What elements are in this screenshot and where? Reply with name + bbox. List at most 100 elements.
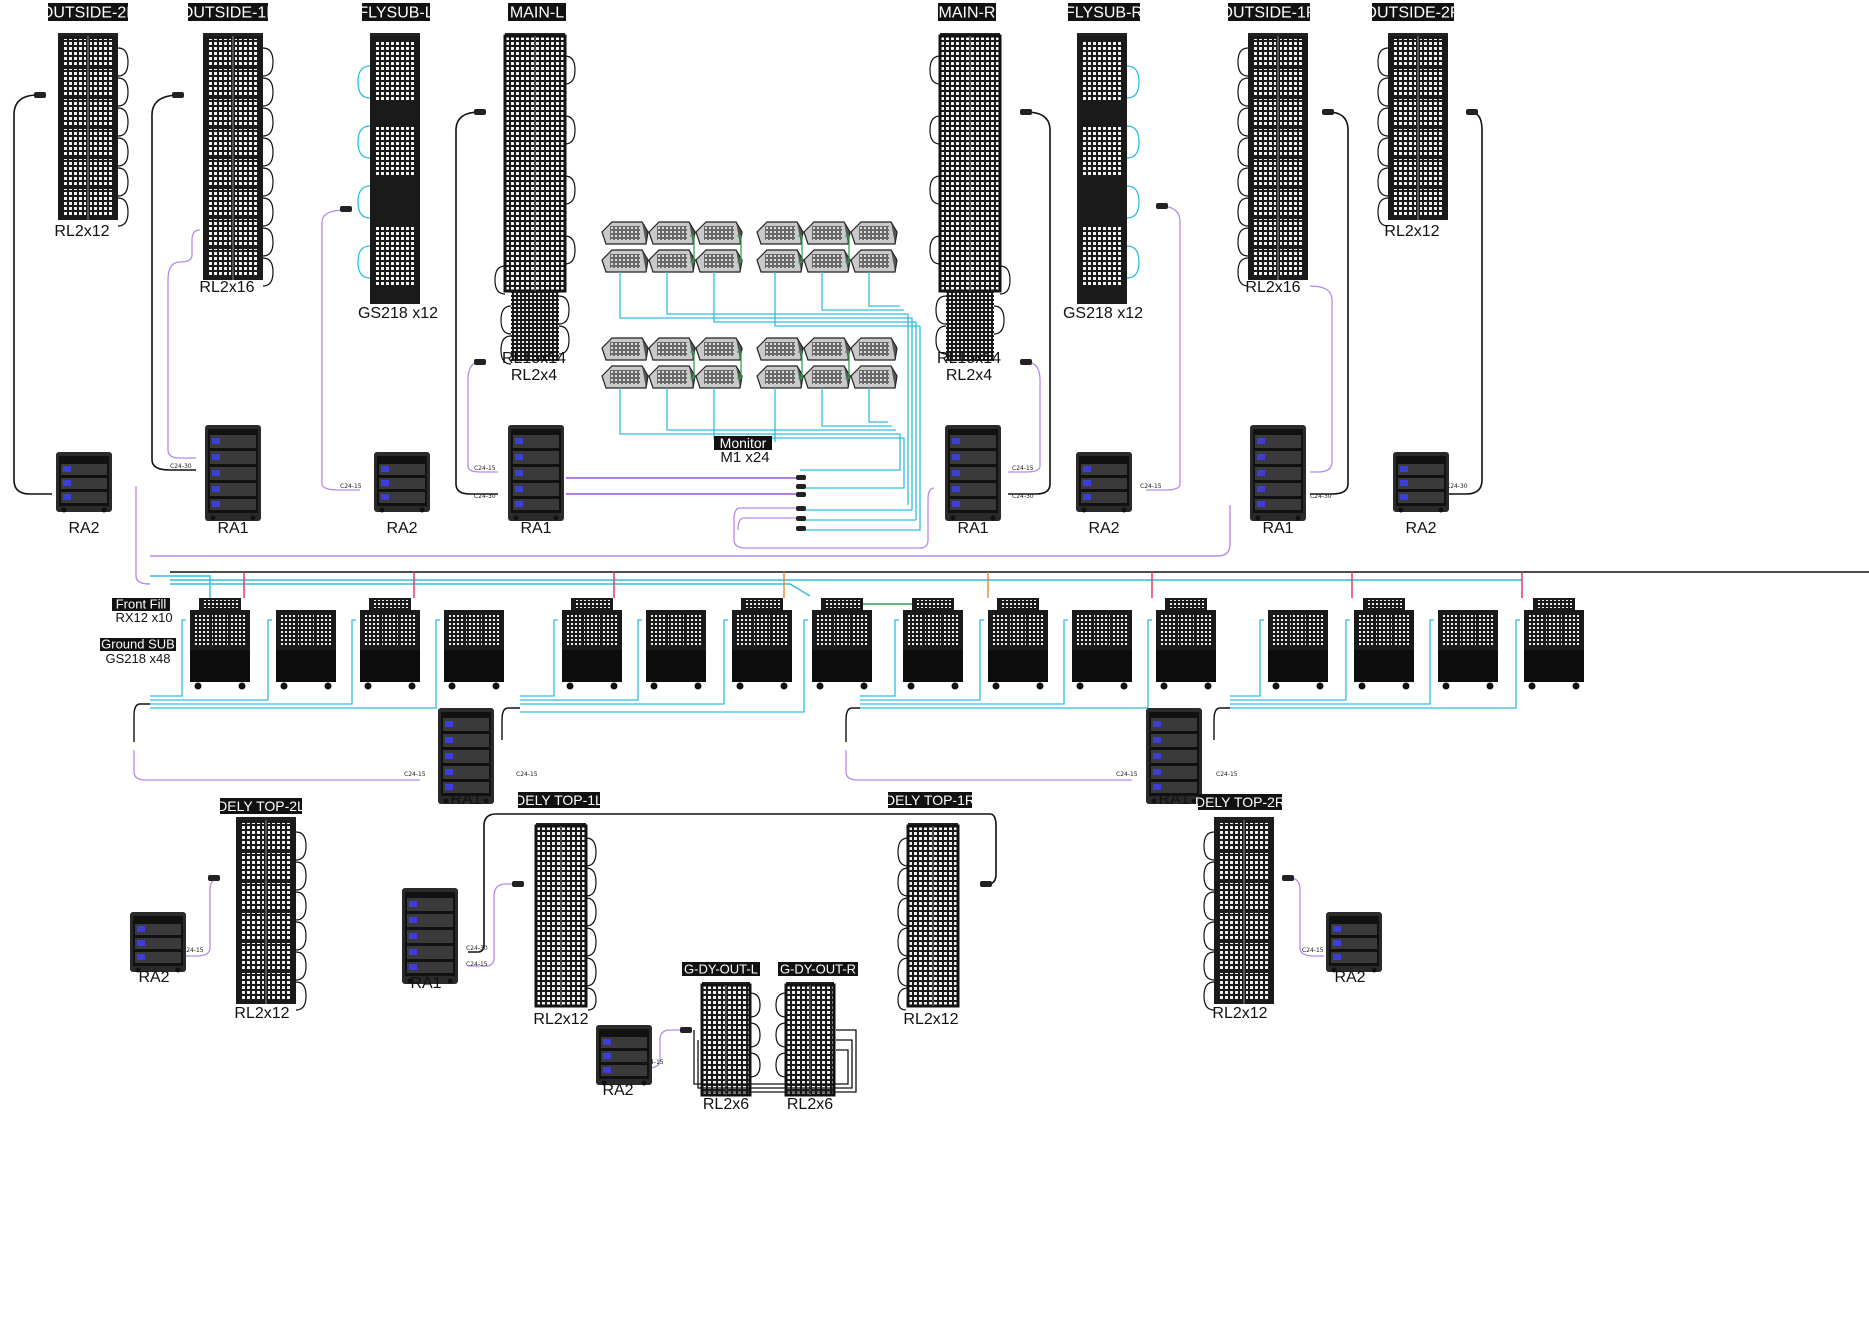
dly-top-2l-array — [236, 817, 306, 1010]
outside-1l-tag: OUTSIDE-1L — [181, 3, 275, 22]
g-dy-out-l-label: RL2x6 — [703, 1096, 749, 1113]
outside-2l-label: RL2x12 — [54, 223, 109, 240]
front-fill-model: RX12 x10 — [115, 610, 172, 625]
amp-ra1-floor-r-label: RA1 — [1158, 791, 1189, 808]
svg-text:DELY TOP-1R: DELY TOP-1R — [885, 792, 975, 808]
amp-ra1-outside-1r — [1250, 425, 1306, 521]
cable-label: C24-15 — [1012, 465, 1034, 472]
outside-1l-label: RL2x16 — [199, 279, 254, 296]
amp-ra2-g-dy-label: RA2 — [602, 1082, 633, 1099]
amp-ra2-flysub-l-label: RA2 — [386, 520, 417, 537]
svg-text:FLYSUB-R: FLYSUB-R — [1065, 5, 1143, 22]
amp-ra1-floor-l-label: RA1 — [450, 791, 481, 808]
amp-ra2-dly-2l-label: RA2 — [138, 969, 169, 986]
svg-text:G-DY-OUT-L: G-DY-OUT-L — [684, 962, 758, 977]
main-r-array — [930, 33, 1010, 361]
g-dy-out-l-array — [702, 982, 760, 1095]
g-dy-out-r-label: RL2x6 — [787, 1096, 833, 1113]
svg-text:MAIN-L: MAIN-L — [510, 5, 564, 22]
dly-top-1r-label: RL2x12 — [903, 1011, 958, 1028]
svg-text:FLYSUB-L: FLYSUB-L — [358, 5, 433, 22]
main-l-label-1: RL15x14 — [502, 350, 566, 367]
main-l-tag: MAIN-L — [508, 3, 566, 22]
dly-top-2r-label: RL2x12 — [1212, 1005, 1267, 1022]
cable-label: C24-30 — [466, 945, 488, 952]
dly-top-1l-tag: DELY TOP-1L — [515, 792, 603, 808]
flysub-r-array — [1077, 33, 1139, 304]
amp-ra2-outside-2r-label: RA2 — [1405, 520, 1436, 537]
amp-ra1-main-l-label: RA1 — [520, 520, 551, 537]
amp-ra2-outside-2l-label: RA2 — [68, 520, 99, 537]
amp-ra2-flysub-l — [374, 452, 430, 513]
main-l-label-2: RL2x4 — [511, 367, 557, 384]
cable-label: C24-15 — [1140, 483, 1162, 490]
amp-ra1-outside-1l — [205, 425, 261, 521]
amp-ra1-main-l — [508, 425, 564, 521]
dly-top-2r-array — [1204, 817, 1274, 1010]
g-dy-out-r-array — [776, 982, 834, 1095]
amp-ra2-dly-2r-label: RA2 — [1334, 969, 1365, 986]
cable-label: C24-30 — [1310, 493, 1332, 500]
cable-label: C24-15 — [340, 483, 362, 490]
amp-ra2-g-dy — [596, 1025, 652, 1086]
cable-label: C24-15 — [516, 771, 538, 778]
ground-sub-right — [903, 598, 1584, 690]
cable-label: C24-15 — [1302, 947, 1324, 954]
svg-text:DELY TOP-1L: DELY TOP-1L — [515, 792, 603, 808]
monitor-wedges — [602, 222, 920, 530]
amp-ra2-flysub-r — [1076, 452, 1132, 513]
outside-1r-array — [1238, 33, 1308, 286]
cable-label: C24-15 — [182, 947, 204, 954]
amp-ra1-floor-r — [1146, 708, 1202, 804]
cable-label: C24-30 — [170, 463, 192, 470]
amp-ra1-dly-1l-label: RA1 — [410, 975, 441, 992]
flysub-l-label: GS218 x12 — [358, 305, 438, 322]
amp-ra1-main-r — [945, 425, 1001, 521]
cable-label: C24-15 — [474, 465, 496, 472]
main-r-tag: MAIN-R — [938, 3, 996, 22]
outside-2l-array — [58, 33, 128, 226]
amp-ra1-floor-l — [438, 708, 494, 804]
amp-ra1-outside-1r-label: RA1 — [1262, 520, 1293, 537]
dly-top-1r-tag: DELY TOP-1R — [885, 792, 975, 808]
outside-2r-tag: OUTSIDE-2R — [1365, 3, 1462, 22]
svg-text:OUTSIDE-1L: OUTSIDE-1L — [181, 5, 275, 22]
svg-text:G-DY-OUT-R: G-DY-OUT-R — [780, 962, 856, 977]
amp-ra1-outside-1l-label: RA1 — [217, 520, 248, 537]
ground-sub-left — [190, 598, 872, 690]
flysub-l-tag: FLYSUB-L — [358, 3, 433, 22]
cable-label: C24-15 — [404, 771, 426, 778]
svg-text:OUTSIDE-1R: OUTSIDE-1R — [1221, 5, 1318, 22]
cable-label: C24-15 — [642, 1059, 664, 1066]
cable-label: C24-15 — [466, 961, 488, 968]
outside-1r-label: RL2x16 — [1245, 279, 1300, 296]
svg-text:DELY TOP-2R: DELY TOP-2R — [1195, 794, 1285, 810]
main-r-label-2: RL2x4 — [946, 367, 992, 384]
dly-top-2l-label: RL2x12 — [234, 1005, 289, 1022]
monitor-model: M1 x24 — [720, 449, 769, 466]
amp-ra2-dly-2l — [130, 912, 186, 973]
cable-label: C24-30 — [1012, 493, 1034, 500]
flysub-r-label: GS218 x12 — [1063, 305, 1143, 322]
ground-sub-model: GS218 x48 — [105, 651, 170, 666]
g-dy-out-r-tag: G-DY-OUT-R — [778, 962, 858, 977]
dly-top-1l-label: RL2x12 — [533, 1011, 588, 1028]
cable-label: C24-15 — [1216, 771, 1238, 778]
ground-sub-tag: Ground SUB — [100, 637, 176, 652]
svg-text:OUTSIDE-2R: OUTSIDE-2R — [1365, 5, 1462, 22]
svg-text:DELY TOP-2L: DELY TOP-2L — [217, 798, 305, 814]
dly-top-2l-tag: DELY TOP-2L — [217, 798, 305, 814]
amp-ra2-outside-2r — [1393, 452, 1449, 513]
svg-text:OUTSIDE-2L: OUTSIDE-2L — [41, 5, 135, 22]
dly-top-1r-array — [898, 823, 958, 1010]
flysub-r-tag: FLYSUB-R — [1065, 3, 1143, 22]
amp-ra1-dly-1l — [402, 888, 458, 984]
flysub-l-array — [358, 33, 420, 304]
svg-text:Ground SUB: Ground SUB — [101, 637, 175, 652]
amp-ra2-flysub-r-label: RA2 — [1088, 520, 1119, 537]
cable-label: C24-30 — [1446, 483, 1468, 490]
amp-ra1-main-r-label: RA1 — [957, 520, 988, 537]
cable-label: C24-15 — [1116, 771, 1138, 778]
outside-2l-tag: OUTSIDE-2L — [41, 3, 135, 22]
